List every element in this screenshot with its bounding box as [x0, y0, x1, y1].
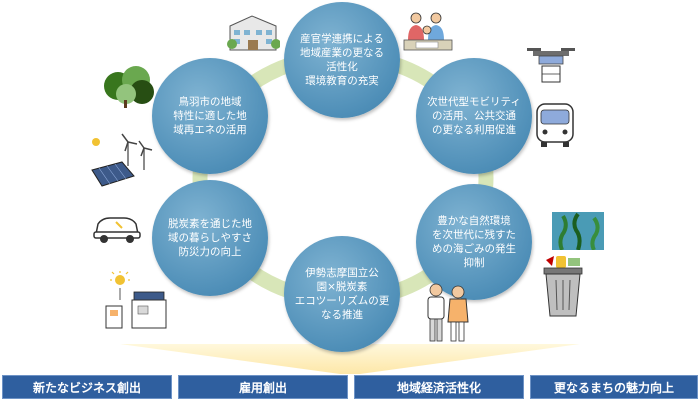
- node-disaster-resilience: 脱炭素を通じた地 域の暮らしやすさ 防災力の向上: [152, 180, 268, 296]
- trash-can-icon: [543, 256, 583, 317]
- node-label: 伊勢志摩国立公 園×脱炭素 エコツーリズムの更 なる推進: [294, 267, 390, 321]
- node-ecotourism: 伊勢志摩国立公 園×脱炭素 エコツーリズムの更 なる推進: [284, 236, 400, 352]
- house-solar-icon: [105, 271, 167, 329]
- node-industry-education: 産官学連携による 地域産業の更なる 活性化 環境教育の充実: [284, 2, 400, 118]
- node-label: 鳥羽市の地域 特性に適した地 域再エネの活用: [173, 96, 247, 136]
- node-marine-litter: 豊かな自然環境 を次世代に残すた めの海ごみの発生 抑制: [416, 184, 532, 300]
- tourists-icon: [427, 283, 469, 342]
- outcome-label: 雇用創出: [238, 380, 287, 395]
- outcome-funnel: [120, 344, 580, 374]
- outcome-regional-economy: 地域経済活性化: [354, 375, 524, 399]
- family-icon: [403, 12, 453, 51]
- node-renewable-energy: 鳥羽市の地域 特性に適した地 域再エネの活用: [152, 58, 268, 174]
- seaweed-icon: [552, 212, 604, 250]
- ev-car-icon: [93, 217, 141, 243]
- node-label: 次世代型モビリティ の活用、公共交通 の更なる利用促進: [427, 96, 521, 136]
- outcome-town-appeal: 更なるまちの魅力向上: [530, 375, 698, 399]
- outcome-employment: 雇用創出: [178, 375, 348, 399]
- node-label: 産官学連携による 地域産業の更なる 活性化 環境教育の充実: [300, 33, 384, 87]
- building-icon: [227, 15, 280, 51]
- node-label: 脱炭素を通じた地 域の暮らしやすさ 防災力の向上: [168, 218, 252, 258]
- drone-icon: [527, 48, 575, 83]
- node-label: 豊かな自然環境 を次世代に残すた めの海ごみの発生 抑制: [432, 215, 516, 269]
- node-mobility: 次世代型モビリティ の活用、公共交通 の更なる利用促進: [416, 58, 532, 174]
- outcome-label: 新たなビジネス創出: [32, 380, 141, 395]
- outcome-label: 更なるまちの魅力向上: [553, 380, 674, 395]
- outcome-label: 地域経済活性化: [396, 380, 481, 395]
- bus-icon: [536, 103, 574, 147]
- forest-icon: [104, 66, 154, 108]
- solar-wind-icon: [91, 133, 153, 187]
- outcome-new-business: 新たなビジネス創出: [2, 375, 172, 399]
